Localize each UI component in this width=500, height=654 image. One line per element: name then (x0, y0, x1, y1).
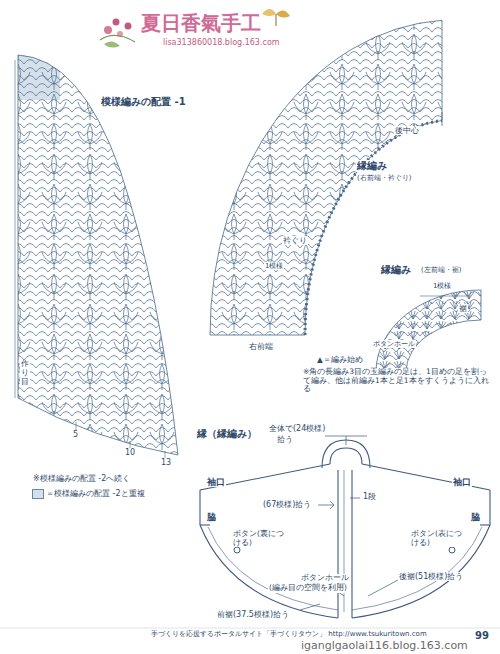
part-label: 衿ぐり (282, 236, 308, 245)
row-number: 5 (72, 430, 79, 439)
dimension-label: (67模様)拾う (262, 500, 312, 509)
edging-chart (200, 10, 450, 350)
chart-subtitle: (左前端・裾) (420, 266, 462, 274)
part-label: 裾 (458, 304, 468, 313)
chart-subtitle: (右前端・衿ぐり) (356, 174, 412, 182)
note: ▲＝編み始め (316, 356, 364, 365)
part-label: (編み目の空間を利用) (268, 584, 348, 593)
dimension-label: 1段 (362, 492, 377, 501)
note: ※角の長編み3目の玉編みの足は、1目めの足を割って編み、他は前編み1本と足1本を… (302, 368, 492, 394)
part-label: ボタン(表につける) (410, 530, 468, 547)
repeat-label: 1模様 (264, 262, 284, 270)
watermark: lisa313860018.blog.163.com (162, 38, 281, 47)
header-decoration (100, 9, 290, 48)
part-label: 脇 (206, 512, 217, 522)
center-back-label: 後中心 (394, 126, 420, 135)
pattern-chart (0, 40, 200, 470)
watermark: iganglgaolai116.blog.163.com (300, 640, 469, 653)
garment-schematic (200, 440, 490, 618)
start-chain-label: 作り目 (20, 360, 30, 386)
footer-text: 手づくりを応援するポータルサイト「手づくりタウン」 http://www.tsu… (150, 630, 428, 638)
dimension-label: 全体で(24模様) (268, 424, 326, 433)
dimension-label: 前裾(37.5模様)拾う (216, 610, 290, 619)
part-label: 脇 (470, 512, 481, 522)
row-number: 10 (124, 448, 136, 457)
chart-title: 縁編み (356, 160, 388, 172)
schematic-title: 縁（縁編み） (196, 428, 258, 440)
part-label: 袖口 (206, 477, 226, 487)
row-number: 13 (160, 458, 172, 467)
repeat-label: 1模様 (432, 282, 452, 290)
part-label: ボタン(裏につける) (232, 530, 290, 547)
legend-swatch (32, 489, 44, 499)
part-label: 袖口 (452, 477, 472, 487)
dimension-label: 後裾(51模様)拾う (398, 572, 464, 581)
part-label: ボタンホール (372, 340, 416, 348)
legend-row: ＝模様編みの配置 -2と重複 (32, 488, 145, 499)
page-number: 99 (474, 630, 490, 642)
legend-text: ＝模様編みの配置 -2と重複 (46, 488, 145, 499)
watermark: 夏日香氣手工 (140, 12, 262, 35)
note: ※模様編みの配置 -2へ続く (32, 474, 131, 483)
chart-title: 模様編みの配置 -1 (100, 96, 187, 108)
dimension-label: 拾う (276, 435, 294, 444)
chart-title: 縁編み (380, 264, 412, 276)
part-label: ボタンホール (300, 574, 350, 583)
edging-chart (370, 285, 485, 375)
part-label: 右前端 (248, 342, 274, 351)
